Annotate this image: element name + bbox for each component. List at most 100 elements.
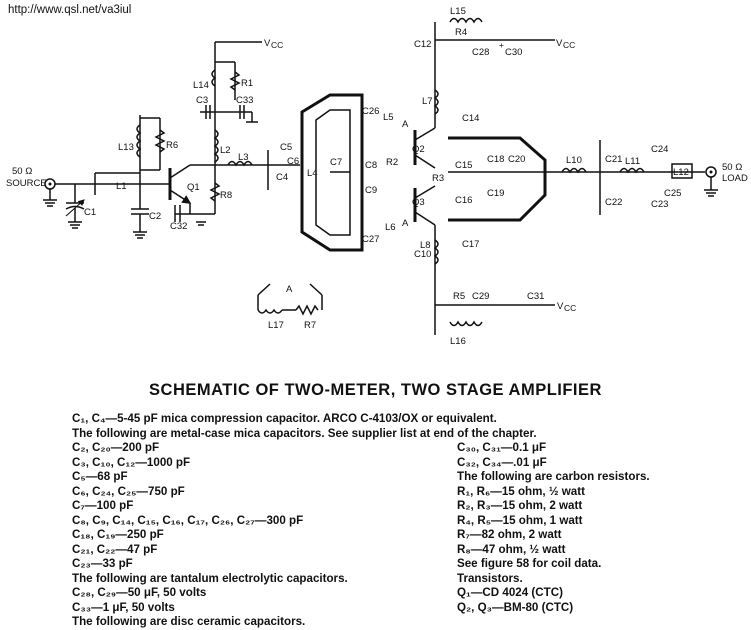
svg-text:C20: C20	[508, 154, 525, 165]
svg-text:L8: L8	[420, 240, 431, 251]
parts-line: C₃, C₁₀, C₁₂—1000 pF	[72, 455, 191, 469]
parts-line: Transistors.	[457, 571, 523, 585]
svg-text:C25: C25	[664, 188, 681, 199]
parts-line: C₃₂, C₃₄—.01 μF	[457, 455, 547, 469]
svg-text:CC: CC	[564, 303, 576, 313]
svg-text:L15: L15	[450, 6, 466, 17]
inductor-l13-resistor-r6: L13 R6	[118, 115, 178, 184]
source-impedance-label: 50 Ω	[12, 166, 32, 177]
parts-line: R₄, R₅—15 ohm, 1 watt	[457, 513, 583, 527]
svg-text:C14: C14	[462, 113, 479, 124]
parts-line: C₂, C₂₀—200 pF	[72, 441, 160, 454]
svg-text:Q2: Q2	[412, 144, 425, 155]
svg-text:L7: L7	[422, 96, 433, 107]
svg-text:C32: C32	[170, 221, 187, 232]
svg-text:A: A	[402, 119, 409, 130]
svg-text:R8: R8	[220, 190, 232, 201]
svg-text:L3: L3	[238, 152, 249, 163]
parts-line: C₃₃—1 μF, 50 volts	[72, 600, 175, 614]
svg-text:L10: L10	[566, 155, 582, 166]
svg-text:C23: C23	[651, 199, 668, 210]
parts-line: C₃₀, C₃₁—0.1 μF	[457, 441, 547, 454]
svg-text:L5: L5	[383, 112, 394, 123]
svg-text:C1: C1	[84, 207, 96, 218]
svg-text:A: A	[286, 284, 293, 295]
svg-text:C33: C33	[236, 95, 253, 106]
parts-line: C₂₁, C₂₂—47 pF	[72, 542, 158, 556]
load-connector: 50 Ω LOAD	[704, 162, 748, 197]
parts-line: The following are tantalum electrolytic …	[72, 571, 348, 585]
parts-list-right: C₃₀, C₃₁—0.1 μF C₃₂, C₃₄—.01 μF The foll…	[457, 441, 747, 615]
svg-text:L11: L11	[625, 156, 640, 167]
interstage-network: L3 C4 C5 C6	[215, 142, 300, 190]
svg-text:C29: C29	[472, 291, 489, 302]
svg-text:R1: R1	[241, 78, 253, 89]
svg-text:L4: L4	[307, 168, 318, 179]
output-network: L10 C21 C22 L11 C24 C25 C23 L12	[545, 140, 705, 215]
svg-text:L13: L13	[118, 142, 134, 153]
parts-list-left: C₂, C₂₀—200 pF C₃, C₁₀, C₁₂—1000 pF C₅—6…	[72, 441, 452, 630]
parts-line: The following are carbon resistors.	[457, 470, 650, 483]
svg-text:C5: C5	[280, 142, 292, 153]
svg-text:C4: C4	[276, 172, 288, 183]
svg-text:C3: C3	[196, 95, 208, 106]
svg-text:C21: C21	[605, 154, 622, 165]
svg-text:C12: C12	[414, 39, 431, 50]
svg-text:L6: L6	[385, 222, 396, 233]
load-label: LOAD	[722, 173, 748, 184]
amplifier-schematic: 50 Ω SOURCE C1 L1 L13 R6	[6, 6, 748, 347]
detail-a: A L17 R7	[257, 283, 323, 331]
svg-text:L14: L14	[193, 80, 209, 91]
svg-text:C31: C31	[527, 291, 544, 302]
capacitor-c1: C1	[65, 184, 96, 229]
svg-text:L17: L17	[268, 320, 284, 331]
svg-text:C9: C9	[365, 185, 377, 196]
collector-supply: L7 L8 C12 C10 L15 R4 C28 C30 + V CC L16 …	[414, 6, 576, 347]
svg-text:CC: CC	[563, 40, 575, 50]
svg-text:V: V	[557, 301, 564, 312]
parts-line: The following are disc ceramic capacitor…	[72, 615, 306, 628]
svg-text:C19: C19	[487, 188, 504, 199]
svg-text:R5: R5	[453, 291, 465, 302]
svg-text:C24: C24	[651, 144, 668, 155]
svg-text:C16: C16	[455, 195, 472, 206]
parts-line: C₁₈, C₁₉—250 pF	[72, 528, 164, 541]
svg-text:Q1: Q1	[187, 182, 200, 193]
svg-text:CC: CC	[271, 40, 283, 50]
svg-text:C26: C26	[362, 106, 379, 117]
transistors-q2-q3: Q2 Q3 A A R3	[402, 119, 444, 229]
emitter-network: C32 R8	[170, 165, 232, 232]
svg-text:C7: C7	[330, 157, 342, 168]
source-connector: 50 Ω SOURCE	[6, 166, 140, 207]
svg-text:A: A	[402, 218, 409, 229]
parts-line: R₈—47 ohm, ½ watt	[457, 542, 566, 556]
source-url: http://www.qsl.net/va3iul	[8, 4, 132, 16]
svg-text:C18: C18	[487, 154, 504, 165]
svg-text:V: V	[556, 38, 563, 49]
parts-line: C₂₈, C₂₉—50 μF, 50 volts	[72, 586, 207, 599]
svg-text:L1: L1	[116, 181, 127, 192]
parts-line: C₈, C₉, C₁₄, C₁₅, C₁₆, C₁₇, C₂₆, C₂₇—300…	[72, 513, 304, 527]
svg-text:C10: C10	[414, 249, 431, 260]
parts-line: Q₂, Q₃—BM-80 (CTC)	[457, 600, 574, 614]
svg-text:V: V	[264, 38, 271, 49]
parts-line: R₇—82 ohm, 2 watt	[457, 528, 562, 541]
svg-text:C2: C2	[149, 211, 161, 222]
parts-line: R₁, R₆—15 ohm, ½ watt	[457, 484, 585, 498]
stage2-input-loop: L4 C7 C8 C9 C26 C27 L5 L6 R2	[300, 93, 398, 252]
svg-text:C27: C27	[362, 234, 379, 245]
parts-line: The following are metal-case mica capaci…	[72, 426, 537, 440]
svg-text:C6: C6	[287, 156, 299, 167]
svg-text:C28: C28	[472, 47, 489, 58]
parts-line: R₂, R₃—15 ohm, 2 watt	[457, 499, 583, 512]
svg-text:C15: C15	[455, 160, 472, 171]
parts-line: C₂₃—33 pF	[72, 557, 133, 570]
source-label: SOURCE	[6, 178, 47, 189]
svg-text:L16: L16	[450, 336, 466, 347]
svg-text:C17: C17	[462, 239, 479, 250]
parts-line: C₁, C₄—5-45 pF mica compression capacito…	[72, 412, 497, 425]
capacitor-c2: C2	[131, 184, 161, 239]
transistor-q1: Q1	[140, 164, 215, 214]
svg-text:R3: R3	[432, 173, 444, 184]
parts-line: C₅—68 pF	[72, 470, 128, 483]
